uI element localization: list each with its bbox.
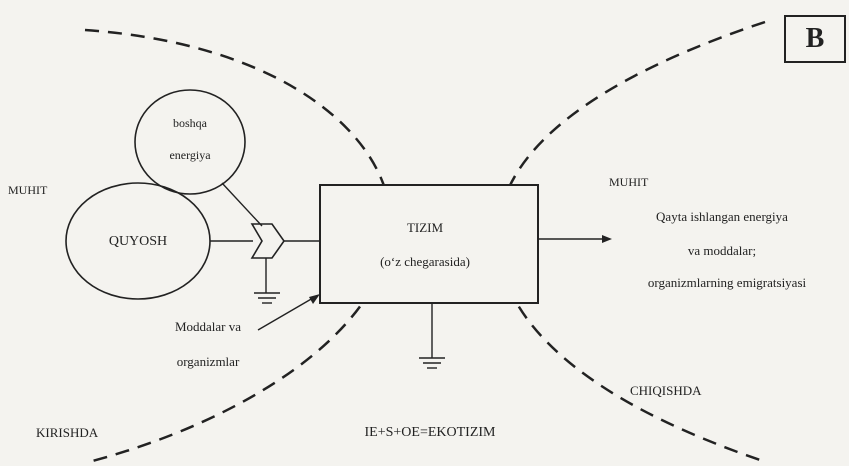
environment-label-left: MUHIT <box>8 183 48 197</box>
right-boundary-arc <box>496 20 766 462</box>
input-label-line1: Moddalar va <box>174 319 242 334</box>
system-box <box>319 184 539 304</box>
other-energy-label-line1: boshqa <box>173 116 207 130</box>
panel-label-badge: B <box>784 15 846 63</box>
output-arrowhead <box>602 235 612 243</box>
other-energy-circle <box>134 89 246 195</box>
input-arrowhead <box>309 294 320 304</box>
ecosystem-formula: IE+S+OE=EKOTIZIM <box>364 425 496 440</box>
output-label-line3: organizmlarning emigratsiyasi <box>647 275 807 290</box>
other-energy-label-line2: energiya <box>169 148 211 162</box>
input-label-line2: organizmlar <box>176 354 240 369</box>
system-title: TIZIM <box>406 220 444 235</box>
output-label-line1: Qayta ishlangan energiya <box>656 209 788 224</box>
other-energy-link <box>221 182 263 227</box>
interaction-symbol <box>250 223 285 259</box>
input-side-label: KIRISHDA <box>36 425 99 440</box>
valve-ground-symbol <box>254 258 280 304</box>
output-label-line2: va moddalar; <box>687 243 757 258</box>
system-subtitle: (o‘z chegarasida) <box>380 254 470 269</box>
output-side-label: CHIQISHDA <box>630 383 702 398</box>
input-arrow-line <box>257 297 314 331</box>
sun-label: QUYOSH <box>108 234 168 249</box>
environment-label-right: MUHIT <box>609 175 649 189</box>
system-ground-symbol <box>419 303 445 369</box>
